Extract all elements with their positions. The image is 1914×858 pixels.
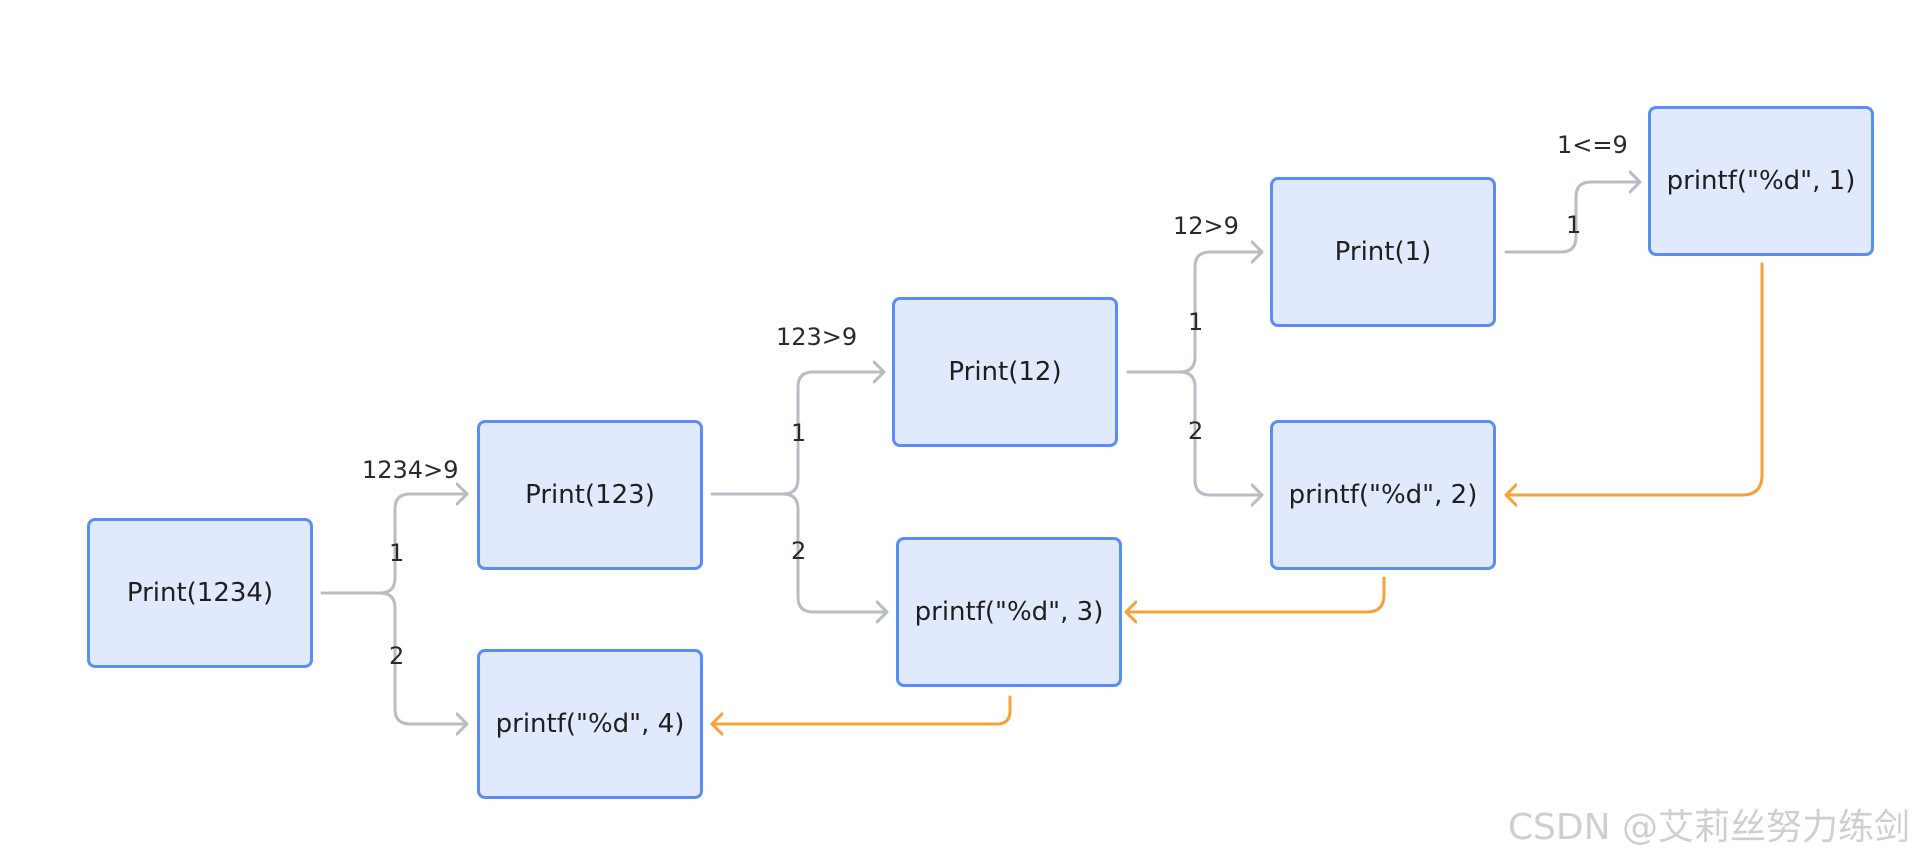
edge-1-to-printf1 — [1504, 182, 1642, 254]
label-branch-2-b: 2 — [791, 537, 807, 565]
label-branch-2-a: 2 — [389, 642, 405, 670]
return-printf1-to-printf2 — [1504, 262, 1764, 495]
edge-123-to-12 — [710, 372, 886, 496]
label-branch-1-a: 1 — [389, 539, 405, 567]
node-printf-4: printf("%d", 4) — [477, 649, 703, 799]
label-cond-1: 1<=9 — [1557, 131, 1628, 159]
return-printf2-to-printf3 — [1124, 576, 1386, 612]
label-cond-12: 12>9 — [1173, 212, 1239, 240]
edge-1234-to-123 — [320, 494, 469, 595]
node-print-1: Print(1) — [1270, 177, 1496, 327]
label-cond-123: 123>9 — [776, 323, 858, 351]
return-printf3-to-printf4 — [710, 695, 1012, 724]
watermark: CSDN @艾莉丝努力练剑 — [1507, 807, 1910, 848]
node-print-1234: Print(1234) — [87, 518, 313, 668]
edge-123-to-printf3 — [781, 492, 889, 612]
label-cond-1234: 1234>9 — [362, 456, 459, 484]
node-printf-3: printf("%d", 3) — [896, 537, 1122, 687]
edge-1234-to-printf4 — [378, 591, 469, 724]
label-branch-1-d: 1 — [1566, 211, 1582, 239]
node-print-12: Print(12) — [892, 297, 1118, 447]
label-branch-1-c: 1 — [1188, 308, 1204, 336]
edge-12-to-printf2 — [1178, 370, 1264, 495]
node-printf-2: printf("%d", 2) — [1270, 420, 1496, 570]
node-print-123: Print(123) — [477, 420, 703, 570]
edge-12-to-1 — [1126, 252, 1264, 374]
label-branch-2-c: 2 — [1188, 417, 1204, 445]
label-branch-1-b: 1 — [791, 419, 807, 447]
node-printf-1: printf("%d", 1) — [1648, 106, 1874, 256]
